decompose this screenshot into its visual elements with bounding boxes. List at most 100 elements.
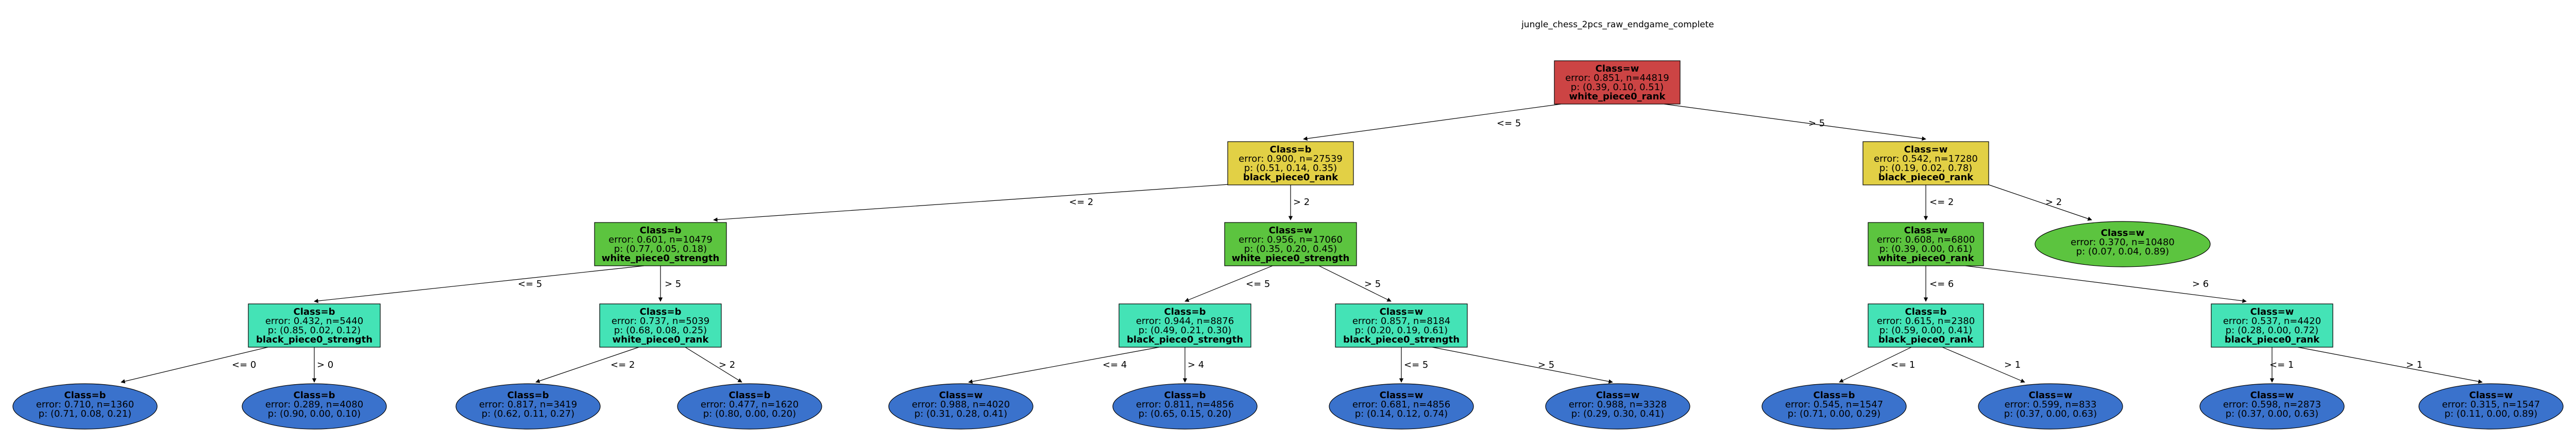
edge-label: > 2 (2045, 197, 2062, 208)
tree-leaf-l7: Class=w error: 0.681, n=4856 p: (0.14, 0… (1329, 383, 1474, 430)
leaf-error: error: 0.811, n=4856 (1136, 399, 1234, 410)
node-box (1118, 303, 1251, 348)
edge-label: <= 5 (518, 279, 542, 289)
edge-label: <= 6 (1929, 279, 1954, 289)
edge-label: > 5 (665, 279, 681, 289)
edge-labels: <= 5 > 5 <= 2 > 2 <= 2 > 2 <= 5 > 5 <= 5… (232, 118, 2422, 370)
edge-n5-n12 (1965, 265, 2247, 303)
node-error: error: 0.857, n=8184 (1352, 316, 1450, 327)
leaf-error: error: 0.710, n=1360 (36, 399, 134, 410)
edge-n12-l12 (2297, 347, 2483, 384)
leaf-ellipse (2418, 383, 2564, 430)
edge-label: > 5 (1364, 279, 1381, 289)
node-error: error: 0.608, n=6800 (1877, 234, 1975, 245)
edge-label: <= 5 (1404, 360, 1428, 370)
node-proba: p: (0.20, 0.19, 0.61) (1355, 325, 1448, 336)
leaf-proba: p: (0.90, 0.00, 0.10) (268, 408, 361, 419)
edge-n0-n1 (1303, 104, 1562, 141)
edge-label: > 6 (2192, 279, 2209, 289)
edge-label: <= 5 (1497, 118, 1521, 129)
node-proba: p: (0.28, 0.00, 0.72) (2226, 325, 2318, 336)
node-box (2211, 303, 2333, 348)
leaf-class: Class=b (1814, 390, 1855, 401)
edge-n11-l10 (1942, 347, 2025, 383)
node-box (1554, 60, 1681, 105)
leaf-ellipse (677, 383, 822, 430)
leaf-error: error: 0.599, n=833 (2005, 399, 2097, 410)
leaf-error: error: 0.988, n=3328 (1569, 399, 1667, 410)
edge-n2-n6 (1987, 184, 2092, 221)
edge-label: <= 0 (232, 360, 256, 370)
node-proba: p: (0.49, 0.21, 0.30) (1139, 325, 1231, 336)
leaf-error: error: 0.988, n=4020 (912, 399, 1010, 410)
edge-label: <= 5 (1246, 279, 1270, 289)
tree-leaf-l10: Class=w error: 0.599, n=833 p: (0.37, 0.… (1978, 383, 2123, 430)
tree-leaf-n6: Class=w error: 0.370, n=10480 p: (0.07, … (2035, 221, 2211, 267)
tree-node-n9: Class=b error: 0.944, n=8876 p: (0.49, 0… (1118, 303, 1251, 348)
tree-leaf-l11: Class=w error: 0.598, n=2873 p: (0.37, 0… (2199, 383, 2345, 430)
node-class: Class=b (294, 306, 335, 317)
tree-node-n11: Class=b error: 0.615, n=2380 p: (0.59, 0… (1868, 303, 1984, 348)
edge-label: > 1 (2004, 360, 2021, 370)
tree-node-n12: Class=w error: 0.537, n=4420 p: (0.28, 0… (2211, 303, 2333, 348)
tree-node-n8: Class=b error: 0.737, n=5039 p: (0.68, 0… (599, 303, 722, 348)
tree-leaf-l3: Class=b error: 0.817, n=3419 p: (0.62, 0… (455, 383, 601, 430)
leaf-error: error: 0.477, n=1620 (701, 399, 799, 410)
node-split-feature: black_piece0_strength (256, 334, 372, 345)
node-box (1224, 222, 1357, 266)
edge-n8-l4 (685, 347, 742, 383)
edge-n8-l3 (535, 347, 639, 383)
leaf-error: error: 0.817, n=3419 (479, 399, 577, 410)
leaf-class: Class=w (1596, 390, 1640, 401)
edge-n3-n7 (314, 265, 645, 303)
leaf-proba: p: (0.65, 0.15, 0.20) (1139, 408, 1231, 419)
node-proba: p: (0.39, 0.00, 0.61) (1879, 244, 1972, 254)
node-split-feature: white_piece0_strength (602, 253, 720, 264)
leaf-class: Class=b (1164, 390, 1206, 401)
edge-n4-n9 (1184, 265, 1273, 302)
edge-label: > 5 (1538, 360, 1554, 370)
leaf-ellipse (455, 383, 601, 430)
leaf-proba: p: (0.07, 0.04, 0.89) (2076, 246, 2169, 257)
node-class: Class=w (1904, 225, 1948, 236)
node-class: Class=b (1164, 306, 1206, 317)
node-split-feature: black_piece0_rank (1243, 172, 1338, 183)
node-box (1862, 141, 1989, 185)
edge-label: > 1 (2406, 360, 2422, 370)
node-box (1868, 222, 1984, 266)
node-proba: p: (0.68, 0.08, 0.25) (614, 325, 707, 336)
leaf-proba: p: (0.11, 0.00, 0.89) (2445, 408, 2537, 419)
node-error: error: 0.944, n=8876 (1136, 316, 1234, 327)
node-split-feature: black_piece0_rank (2225, 334, 2320, 345)
node-split-feature: black_piece0_rank (1878, 172, 1974, 183)
leaf-proba: p: (0.31, 0.28, 0.41) (914, 408, 1007, 419)
leaf-error: error: 0.598, n=2873 (2223, 399, 2321, 410)
leaf-proba: p: (0.62, 0.11, 0.27) (482, 408, 574, 419)
edge-label: > 2 (1293, 197, 1310, 208)
tree-node-n5: Class=w error: 0.608, n=6800 p: (0.39, 0… (1868, 222, 1984, 266)
tree-leaf-l2: Class=b error: 0.289, n=4080 p: (0.90, 0… (242, 383, 387, 430)
node-proba: p: (0.85, 0.02, 0.12) (268, 325, 361, 336)
leaf-proba: p: (0.37, 0.00, 0.63) (2226, 408, 2318, 419)
edge-label: <= 2 (1069, 197, 1093, 208)
node-proba: p: (0.51, 0.14, 0.35) (1244, 163, 1337, 174)
diagram-title: jungle_chess_2pcs_raw_endgame_complete (1521, 20, 1714, 30)
leaf-ellipse (1545, 383, 1690, 430)
edge-n0-n2 (1664, 104, 1926, 141)
leaf-class: Class=b (729, 390, 771, 401)
leaf-proba: p: (0.71, 0.08, 0.21) (39, 408, 131, 419)
leaf-ellipse (2035, 221, 2211, 267)
edge-n10-l8 (1432, 347, 1613, 384)
node-class: Class=b (640, 225, 682, 236)
node-split-feature: black_piece0_strength (1343, 334, 1460, 345)
node-proba: p: (0.19, 0.02, 0.78) (1879, 163, 1972, 174)
leaf-ellipse (1978, 383, 2123, 430)
edge-label: <= 2 (1929, 197, 1954, 208)
leaf-proba: p: (0.71, 0.00, 0.29) (1788, 408, 1880, 419)
node-box (1868, 303, 1984, 348)
leaf-proba: p: (0.29, 0.30, 0.41) (1571, 408, 1664, 419)
node-error: error: 0.900, n=27539 (1239, 153, 1343, 164)
edge-label: <= 4 (1103, 360, 1127, 370)
tree-node-n0: Class=w error: 0.851, n=44819 p: (0.39, … (1554, 60, 1681, 105)
